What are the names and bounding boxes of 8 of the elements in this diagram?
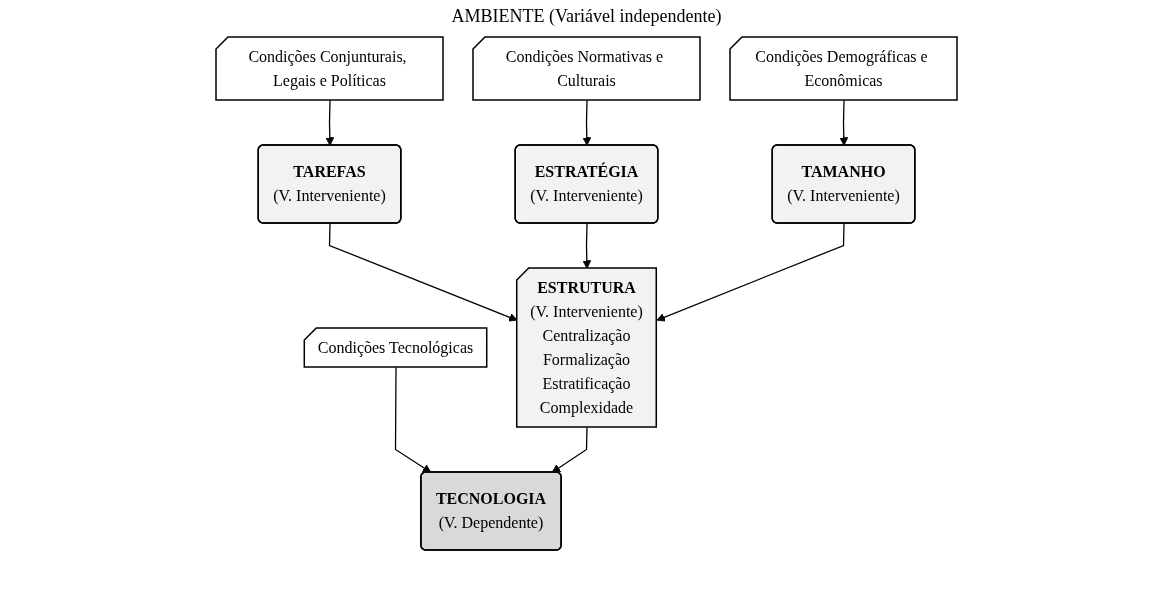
arrow (582, 222, 592, 269)
arrow (839, 99, 849, 146)
arrow (551, 426, 588, 473)
arrow (394, 366, 432, 473)
arrow (656, 222, 845, 322)
arrow (582, 99, 592, 146)
arrow (325, 99, 335, 146)
diagram-title: AMBIENTE (Variável independente) (450, 6, 723, 27)
